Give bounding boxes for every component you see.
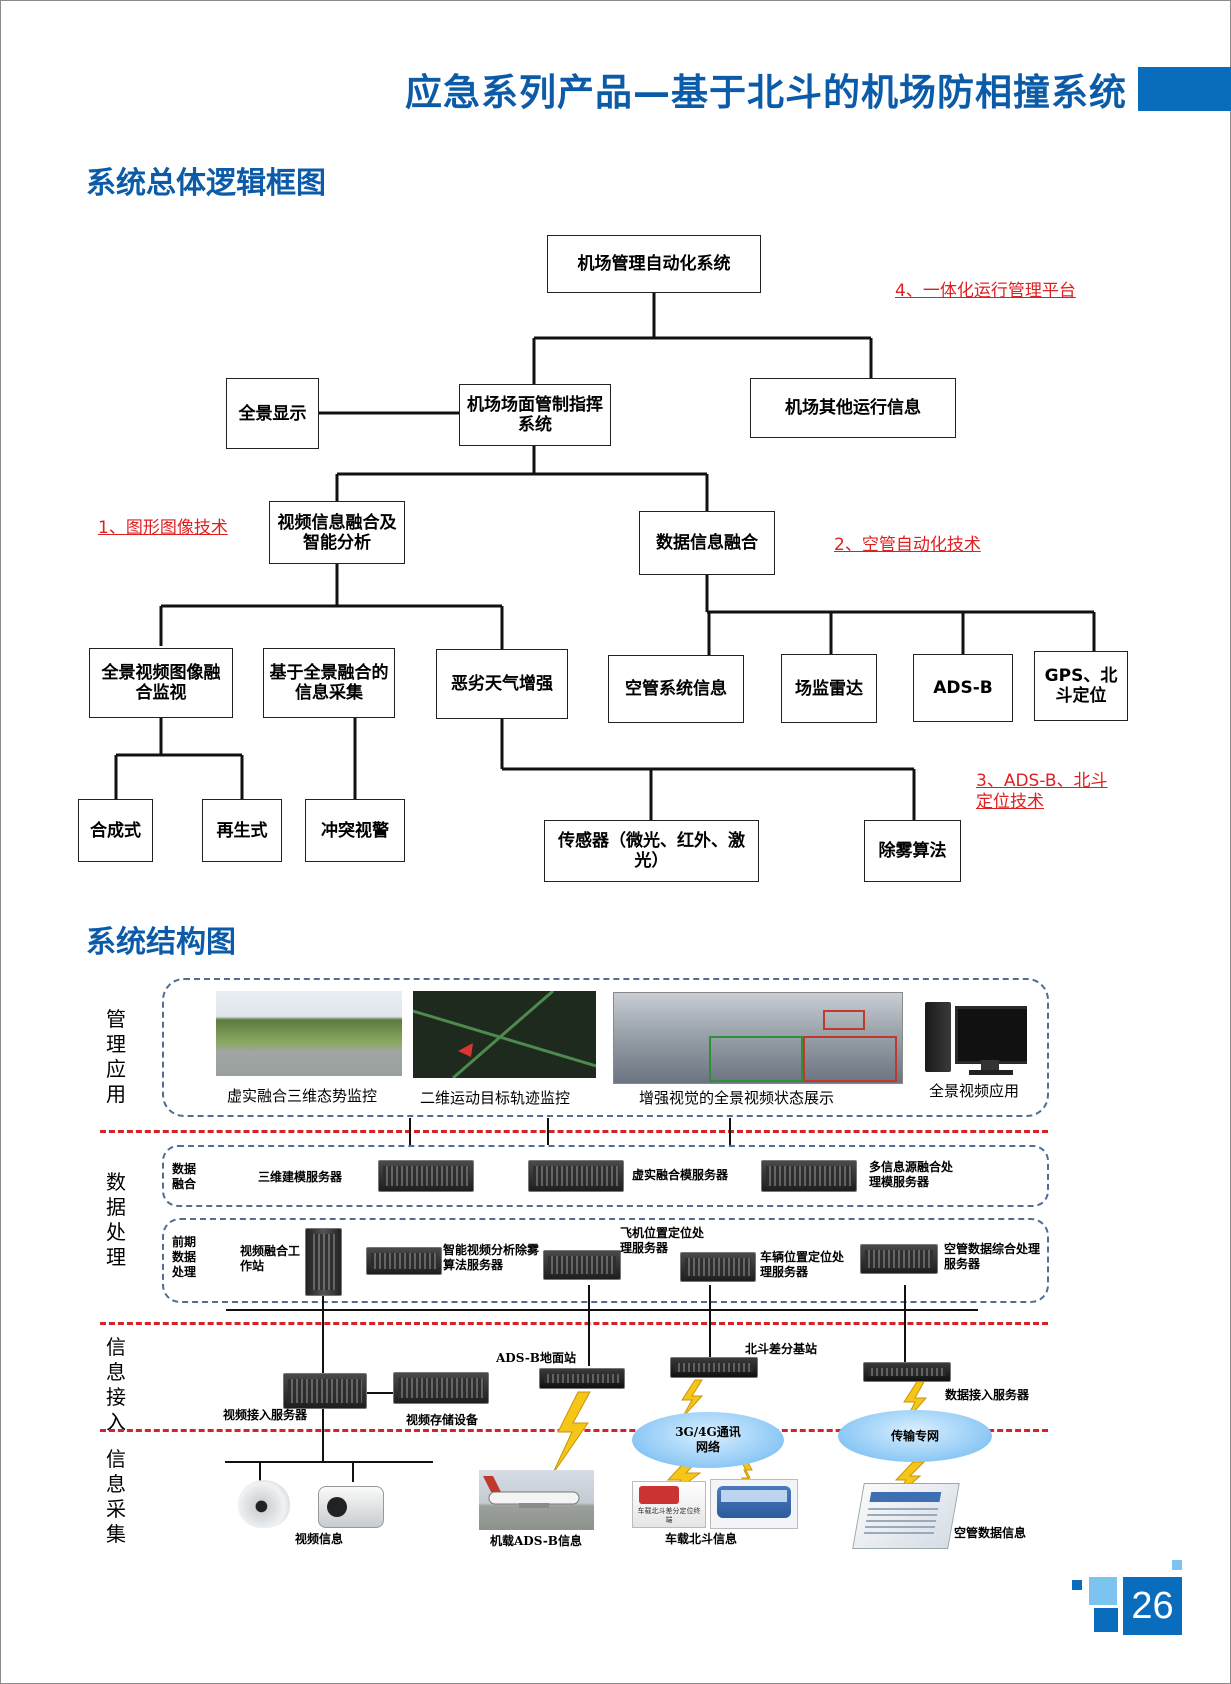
tech-label-atc-automation: 2、空管自动化技术: [834, 535, 981, 555]
title-accent-bar: [1138, 67, 1231, 111]
cloud-3g4g-label: 3G/4G通讯网络: [675, 1425, 741, 1454]
layer-divider-2: [100, 1322, 1048, 1325]
tech-label-graphics: 1、图形图像技术: [98, 518, 228, 538]
layer-divider-1: [100, 1130, 1048, 1133]
layer-label-collection: 信息采集: [106, 1447, 126, 1546]
label-multi-source-server: 多信息源融合处理模服务器: [869, 1160, 954, 1189]
server-virtual-real-fusion: [528, 1160, 624, 1192]
label-vehicle-beidou-info: 车载北斗信息: [665, 1532, 738, 1546]
label-video-analysis-server: 智能视频分析除雾算法服务器: [443, 1243, 540, 1272]
page-number: 26: [1123, 1577, 1182, 1635]
photo-airport-bus: [710, 1479, 798, 1529]
server-aircraft-position: [543, 1250, 621, 1280]
label-adsb-ground-station: ADS-B地面站: [496, 1351, 576, 1365]
tech-label-adsb-beidou: 3、ADS-B、北斗定位技术: [976, 771, 1108, 812]
cloud-3g4g-network: 3G/4G通讯网络: [632, 1412, 784, 1468]
label-adsb-info: 机载ADS-B信息: [490, 1534, 582, 1548]
caption-panorama-app: 全景视频应用: [929, 1082, 1020, 1100]
caption-2d-trajectory: 二维运动目标轨迹监控: [420, 1089, 571, 1107]
label-atc-data-info: 空管数据信息: [954, 1526, 1027, 1540]
box-other-operations: 机场其他运行信息: [750, 378, 956, 438]
cloud-private-network: 传输专网: [838, 1410, 992, 1462]
footer-deco-square-3: [1089, 1577, 1117, 1605]
dome-camera-icon: [238, 1480, 290, 1528]
photo-atc-documents: [852, 1483, 960, 1549]
workstation-tower: [305, 1228, 342, 1296]
footer-deco-square-2: [1072, 1580, 1082, 1590]
box-defog: 除雾算法: [864, 820, 961, 882]
label-3d-modeling-server: 三维建模服务器: [258, 1170, 343, 1184]
adsb-ground-station: [539, 1368, 625, 1389]
layer-label-processing: 数据处理: [106, 1170, 126, 1269]
bullet-camera-icon: [318, 1486, 384, 1528]
box-panorama-display: 全景显示: [226, 378, 319, 449]
box-surface-control: 机场场面管制指挥系统: [459, 384, 611, 446]
server-vehicle-position: [680, 1252, 756, 1282]
server-3d-modeling: [378, 1160, 474, 1192]
section-heading-logic: 系统总体逻辑框图: [86, 166, 326, 201]
box-synthetic: 合成式: [78, 799, 153, 862]
label-aircraft-position-server: 飞机位置定位处理服务器: [620, 1226, 705, 1255]
server-video-analysis: [366, 1247, 442, 1275]
region-management: [162, 978, 1049, 1117]
tech-label-integrated-platform: 4、一体化运行管理平台: [895, 281, 1076, 301]
box-atc-info: 空管系统信息: [608, 655, 744, 723]
computer-icon: [925, 1000, 1027, 1080]
beidou-base-station: [670, 1357, 758, 1378]
region-pre-processing: [162, 1218, 1049, 1303]
photo-panorama-display: [613, 992, 903, 1084]
label-video-info: 视频信息: [295, 1532, 344, 1546]
caption-panorama-display: 增强视觉的全景视频状态展示: [639, 1089, 835, 1107]
label-video-storage: 视频存储设备: [406, 1413, 479, 1427]
video-storage-device: [393, 1372, 489, 1404]
logic-diagram-connectors: [114, 293, 1096, 820]
label-pre-processing: 前期数据处理: [172, 1235, 197, 1279]
layer-label-access: 信息接入: [106, 1335, 126, 1434]
label-data-fusion: 数据融合: [172, 1162, 197, 1191]
box-sensors: 传感器（微光、红外、激光）: [544, 820, 759, 882]
box-adsb: ADS-B: [913, 654, 1013, 722]
server-atc-data: [860, 1244, 938, 1274]
label-beidou-base: 北斗差分基站: [745, 1342, 818, 1356]
box-video-fusion: 视频信息融合及智能分析: [269, 501, 405, 564]
box-surface-radar: 场监雷达: [781, 654, 877, 723]
layer-label-management: 管理应用: [106, 1007, 126, 1106]
box-regenerative: 再生式: [202, 799, 282, 862]
photo-beidou-vehicle-terminal: 车载北斗差分定位终端: [632, 1481, 706, 1528]
box-data-fusion: 数据信息融合: [639, 511, 775, 575]
label-data-access-server: 数据接入服务器: [945, 1388, 1030, 1402]
box-conflict-alert: 冲突视警: [305, 799, 405, 862]
box-info-collection: 基于全景融合的信息采集: [263, 648, 395, 718]
box-weather-enhance: 恶劣天气增强: [436, 649, 568, 719]
photo-3d-situation: [216, 991, 402, 1076]
box-gps-beidou: GPS、北斗定位: [1034, 651, 1128, 721]
server-multi-source: [761, 1160, 857, 1192]
footer-deco-square-4: [1094, 1608, 1118, 1632]
label-atc-data-server: 空管数据综合处理服务器: [944, 1242, 1041, 1271]
photo-2d-trajectory: [413, 991, 596, 1078]
label-video-access-server: 视频接入服务器: [223, 1408, 308, 1422]
vehicle-terminal-sticker: 车载北斗差分定位终端: [637, 1507, 701, 1524]
caption-3d-situation: 虚实融合三维态势监控: [227, 1087, 378, 1105]
region-data-fusion: [162, 1145, 1049, 1207]
box-airport-automation: 机场管理自动化系统: [547, 235, 761, 293]
data-access-server: [863, 1362, 951, 1382]
label-vehicle-position-server: 车辆位置定位处理服务器: [760, 1250, 845, 1279]
section-heading-structure: 系统结构图: [86, 925, 236, 960]
box-panorama-monitor: 全景视频图像融合监视: [89, 648, 233, 718]
label-video-workstation: 视频融合工作站: [240, 1244, 301, 1273]
server-video-access: [283, 1373, 367, 1409]
photo-aircraft: [479, 1470, 594, 1530]
page-title: 应急系列产品—基于北斗的机场防相撞系统: [405, 71, 1127, 114]
cloud-private-label: 传输专网: [890, 1428, 939, 1443]
footer-deco-square-1: [1172, 1560, 1182, 1570]
label-virtual-real-server: 虚实融合模服务器: [632, 1168, 729, 1182]
